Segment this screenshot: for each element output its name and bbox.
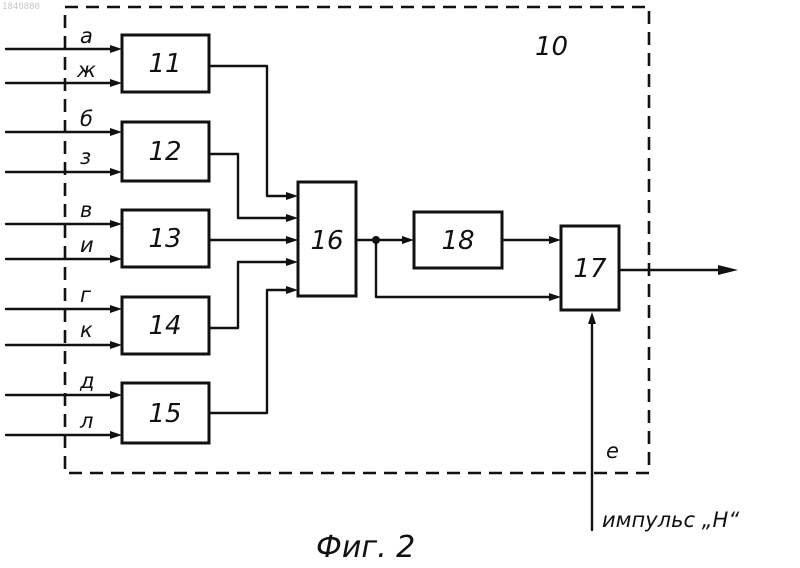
- figure-caption: Фиг. 2: [316, 530, 415, 565]
- input-label-z: з: [80, 145, 91, 169]
- input-label-a: а: [80, 24, 93, 48]
- input-label-b: б: [80, 107, 93, 131]
- input-label-zh: ж: [76, 58, 96, 82]
- signal-e-label: е: [606, 439, 619, 463]
- block-11-label: 11: [148, 49, 181, 79]
- impulse-label: импульс „Н“: [602, 508, 739, 532]
- block-16-label: 16: [310, 226, 343, 256]
- connection-lines: [209, 66, 738, 530]
- scan-id: 1840880: [2, 2, 40, 12]
- block-12-label: 12: [148, 137, 181, 167]
- input-label-d: д: [79, 369, 95, 393]
- block-18-label: 18: [441, 226, 474, 256]
- input-label-g: г: [80, 283, 92, 307]
- block-15-label: 15: [148, 399, 181, 429]
- unit-label: 10: [535, 32, 568, 62]
- input-label-v: в: [80, 198, 92, 222]
- block-13-label: 13: [148, 224, 181, 254]
- input-label-l: л: [79, 409, 93, 433]
- block-14-label: 14: [148, 311, 181, 341]
- block-17-label: 17: [573, 254, 607, 284]
- input-label-i: и: [80, 233, 94, 257]
- input-label-k: к: [80, 318, 93, 342]
